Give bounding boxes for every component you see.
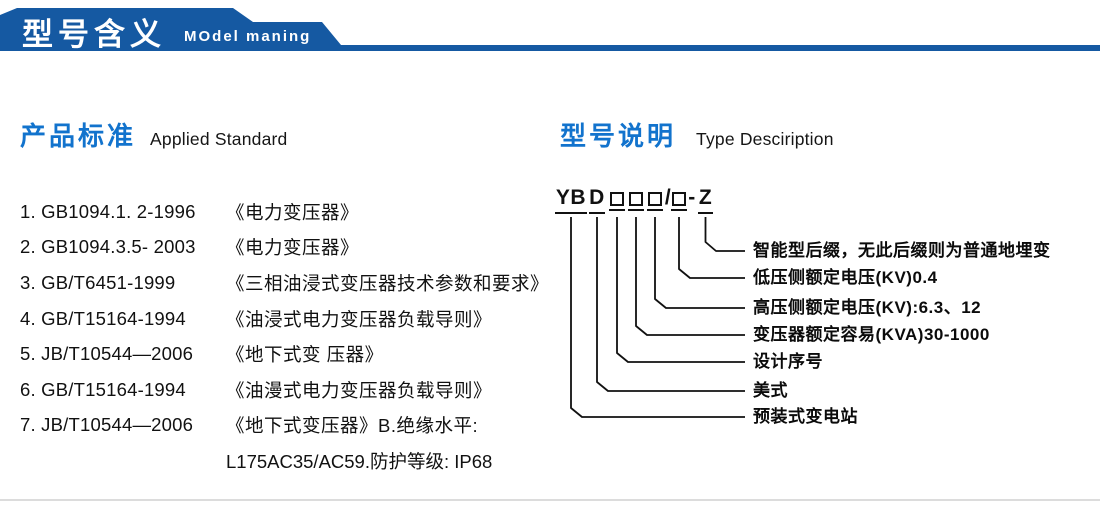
model-slash: / (664, 186, 672, 209)
standard-title: 《地下式变 压器》 (226, 344, 384, 366)
standard-continuation: L175AC35/AC59.防护等级: IP68 (226, 450, 493, 472)
standards-heading-en: Applied Standard (150, 129, 288, 149)
standard-title: 《油漫式电力变压器负载导则》 (226, 379, 493, 401)
standard-code: 6. GB/T15164-1994 (20, 378, 186, 400)
standard-title: 《三相油浸式变压器技术参数和要求》 (226, 272, 550, 294)
page-title-en: MOdel maning (184, 28, 312, 45)
model-suffix: Z (698, 185, 713, 214)
standard-title: 《电力变压器》 (226, 201, 360, 223)
list-item: 6. GB/T15164-1994 《油漫式电力变压器负载导则》 (20, 372, 550, 408)
standards-list: 1. GB1094.1. 2-1996 《电力变压器》 2. GB1094.3.… (20, 194, 550, 443)
standard-title: 《油浸式电力变压器负载导则》 (226, 308, 493, 330)
standard-code: 7. JB/T10544—2006 (20, 414, 194, 436)
code-label: 设计序号 (753, 352, 823, 371)
list-item: 7. JB/T10544—2006 《地下式变压器》B.绝缘水平: (20, 408, 550, 444)
model-prefix: YB (555, 185, 587, 214)
model-code-diagram: YB D / - Z 智能型后缀，无此后缀则为普通地埋变 低压侧额定电压(KV)… (545, 183, 1100, 453)
bottom-divider (0, 499, 1100, 501)
standard-title: 《地下式变压器》B.绝缘水平: (226, 415, 479, 437)
header-banner-shape (0, 8, 1100, 51)
model-code-connectors (570, 217, 745, 418)
standard-code: 5. JB/T10544—2006 (20, 343, 194, 365)
list-item: 5. JB/T10544—2006 《地下式变 压器》 (20, 336, 550, 372)
placeholder-box (671, 185, 687, 211)
standard-title: 《电力变压器》 (226, 237, 360, 259)
code-label: 智能型后缀，无此后缀则为普通地埋变 (753, 241, 1051, 260)
standard-code: 3. GB/T6451-1999 (20, 271, 176, 293)
code-label: 高压侧额定电压(KV):6.3、12 (753, 298, 982, 317)
code-label: 预装式变电站 (753, 407, 858, 426)
list-item: 1. GB1094.1. 2-1996 《电力变压器》 (20, 194, 550, 230)
code-label: 美式 (753, 381, 788, 400)
placeholder-box (647, 185, 663, 211)
square-icon (610, 192, 624, 206)
code-label: 低压侧额定电压(KV)0.4 (753, 268, 938, 287)
standard-code: 2. GB1094.3.5- 2003 (20, 236, 196, 258)
model-heading-cn: 型号说明 (560, 121, 677, 151)
placeholder-box (628, 185, 644, 211)
model-heading-en: Type Desciription (696, 129, 834, 149)
model-dash: - (688, 186, 696, 209)
standards-heading: 产品标准 Applied Standard (20, 116, 287, 153)
list-item: 3. GB/T6451-1999 《三相油浸式变压器技术参数和要求》 (20, 265, 550, 301)
standard-code: 4. GB/T15164-1994 (20, 307, 186, 329)
list-item: 4. GB/T15164-1994 《油浸式电力变压器负载导则》 (20, 301, 550, 337)
standard-code: 1. GB1094.1. 2-1996 (20, 200, 196, 222)
model-heading: 型号说明 Type Desciription (560, 116, 834, 153)
list-item: 2. GB1094.3.5- 2003 《电力变压器》 (20, 230, 550, 266)
square-icon (672, 192, 686, 206)
placeholder-box (609, 185, 625, 211)
header-banner: 型号含义 MOdel maning (0, 0, 1100, 58)
code-label: 变压器额定容易(KVA)30-1000 (753, 325, 990, 344)
page-title: 型号含义 (22, 17, 166, 52)
square-icon (648, 192, 662, 206)
standards-heading-cn: 产品标准 (20, 121, 137, 151)
model-series: D (589, 185, 605, 214)
square-icon (629, 192, 643, 206)
